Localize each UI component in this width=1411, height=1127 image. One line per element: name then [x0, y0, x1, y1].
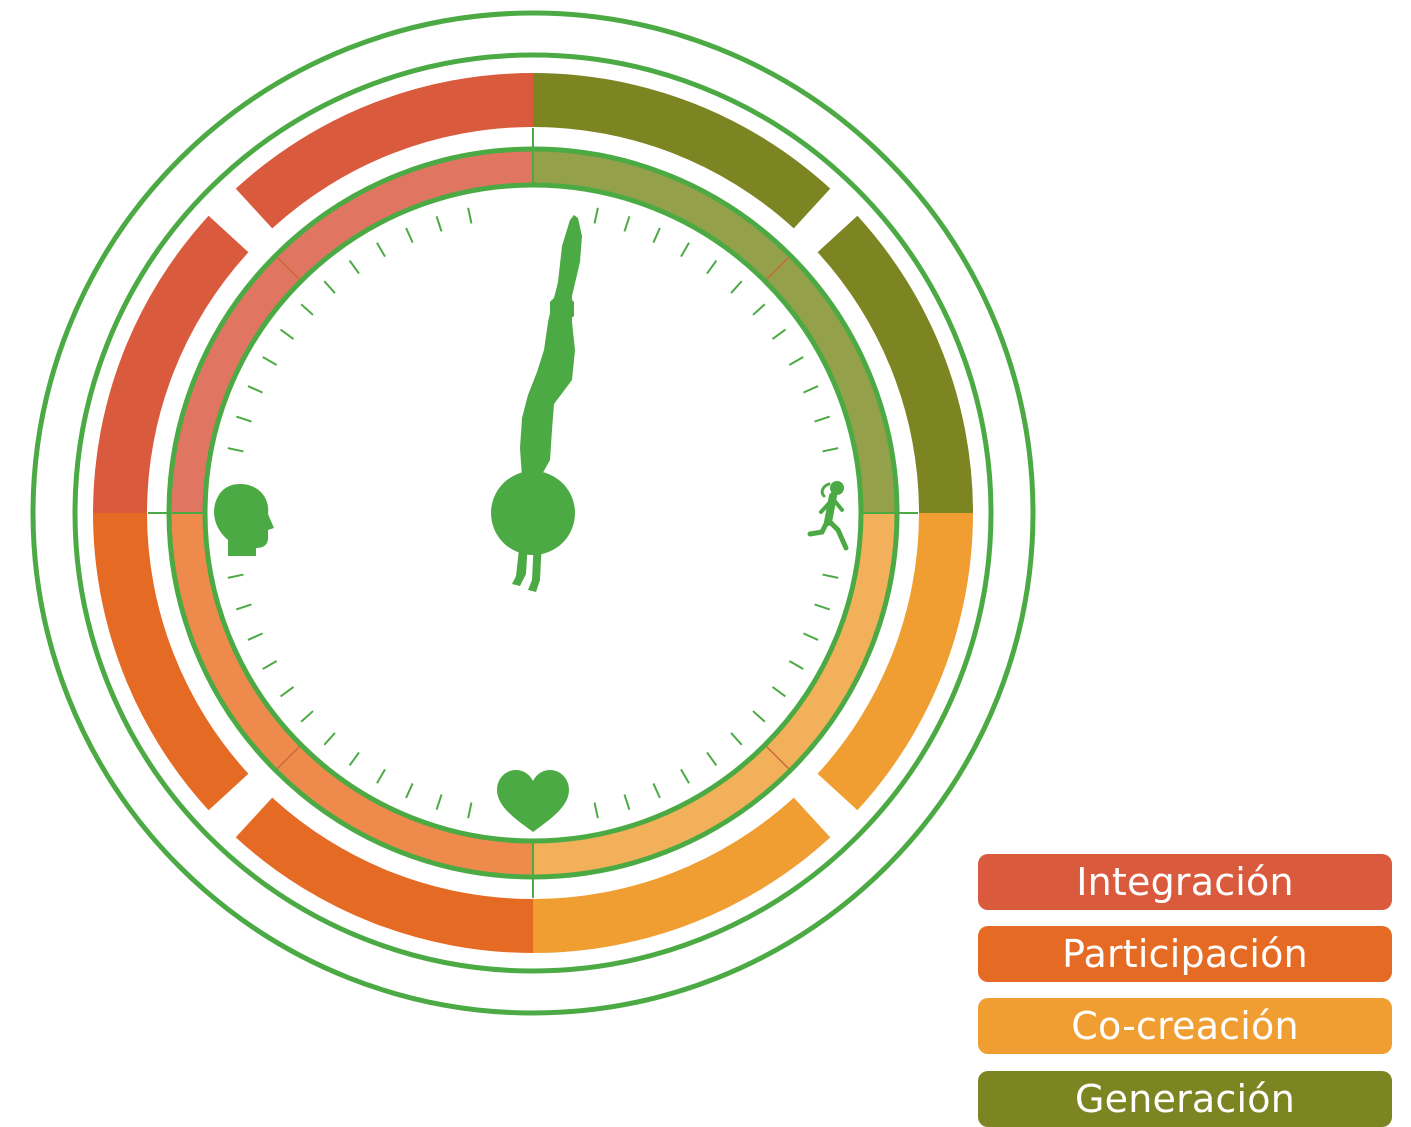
tick-mark: [279, 686, 295, 698]
tick-mark: [300, 710, 314, 723]
tick-mark: [435, 794, 443, 811]
tick-mark: [771, 328, 787, 340]
tick-mark: [348, 751, 360, 767]
tick-mark: [405, 783, 414, 799]
tick-mark: [262, 356, 278, 366]
diver-figure-icon: [491, 215, 582, 592]
head-icon: [214, 484, 274, 556]
tick-mark: [405, 227, 414, 243]
tick-mark: [593, 207, 599, 224]
inner-band: [171, 151, 895, 875]
tick-mark: [467, 802, 473, 819]
tick-mark: [752, 710, 766, 723]
tick-mark: [227, 573, 244, 579]
tick-mark: [680, 768, 690, 784]
tick-mark: [227, 447, 244, 453]
tick-mark: [247, 385, 263, 394]
outer-band-segment: [817, 215, 973, 514]
tick-mark: [652, 227, 661, 243]
outer-band-segment: [235, 797, 534, 953]
tick-mark: [247, 632, 263, 641]
tick-mark: [300, 303, 314, 316]
clock-hub: [491, 471, 575, 555]
band-diagonal: [765, 745, 790, 770]
tick-mark: [623, 215, 631, 232]
tick-mark: [788, 356, 804, 366]
tick-mark: [771, 686, 787, 698]
outer-band-segment: [533, 797, 831, 953]
outer-band: [93, 73, 973, 953]
tick-mark: [235, 415, 252, 423]
inner-band-segment: [533, 513, 895, 875]
tick-mark: [706, 259, 718, 275]
tick-mark: [279, 328, 295, 340]
tick-mark: [822, 573, 839, 579]
tick-mark: [680, 242, 690, 258]
tick-mark: [814, 603, 831, 611]
tick-mark: [752, 303, 766, 316]
tick-mark: [814, 415, 831, 423]
tick-mark: [822, 447, 839, 453]
tick-mark: [376, 242, 386, 258]
outer-band-segment: [533, 73, 831, 229]
band-diagonal: [276, 256, 301, 281]
tick-mark: [235, 603, 252, 611]
tick-mark: [803, 385, 819, 394]
quadrant-dividers: [148, 128, 918, 898]
outer-band-segment: [235, 73, 534, 229]
outer-band-segment: [817, 513, 973, 811]
tick-mark: [803, 632, 819, 641]
outer-band-segment: [93, 513, 249, 811]
band-diagonal: [765, 256, 790, 281]
inner-band-segment: [171, 513, 533, 875]
heart-icon: [497, 770, 569, 832]
legend-cocreacion: Co-creación: [978, 998, 1392, 1054]
tick-mark: [730, 280, 743, 294]
tick-mark: [706, 751, 718, 767]
runner-icon: [807, 481, 849, 551]
tick-mark: [788, 660, 804, 670]
tick-mark: [435, 215, 443, 232]
tick-mark: [376, 768, 386, 784]
inner-band-segment: [533, 151, 895, 513]
tick-mark: [323, 280, 336, 294]
legend-generacion: Generación: [978, 1071, 1392, 1127]
inner-band-segment: [171, 151, 533, 513]
band-diagonal: [276, 745, 301, 770]
tick-mark: [262, 660, 278, 670]
outer-band-segment: [93, 215, 249, 514]
tick-mark: [652, 783, 661, 799]
second-ring: [72, 52, 994, 974]
tick-mark: [323, 732, 336, 746]
tick-marks: [227, 207, 839, 819]
tick-mark: [593, 802, 599, 819]
tick-mark: [348, 259, 360, 275]
tick-mark: [467, 207, 473, 224]
legend-integracion: Integración: [978, 854, 1392, 910]
tick-mark: [623, 794, 631, 811]
legend-participacion: Participación: [978, 926, 1392, 982]
outer-ring: [30, 10, 1036, 1016]
tick-mark: [730, 732, 743, 746]
